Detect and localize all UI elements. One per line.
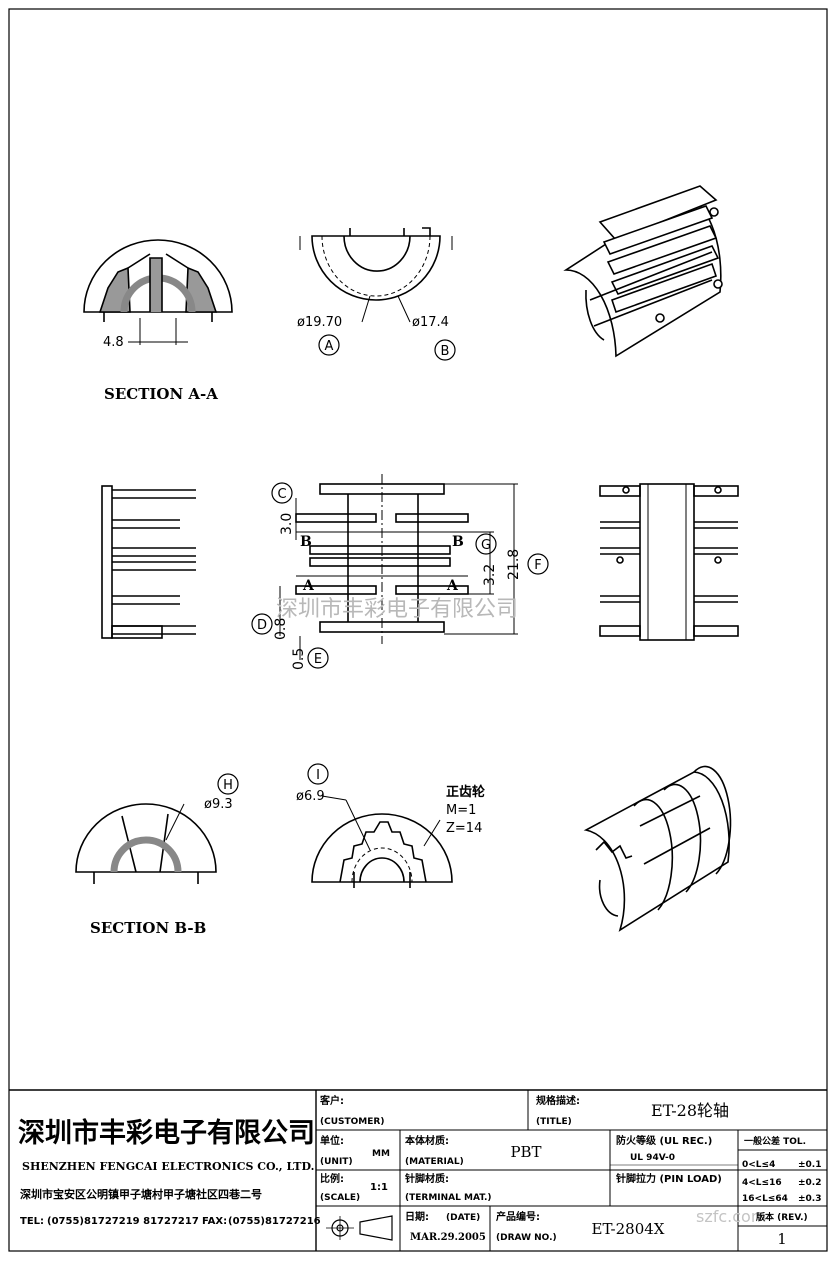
section-mark-a-right: A xyxy=(446,578,459,594)
gear-note-module: M=1 xyxy=(446,803,476,818)
callout-h-circle xyxy=(217,773,239,795)
side-view-right xyxy=(599,483,739,641)
tolerance-title: 一般公差 TOL. xyxy=(744,1135,806,1147)
unit-value: MM xyxy=(372,1149,390,1159)
tolerance-range-3: 16<L≤64 xyxy=(742,1194,788,1204)
dim-3-2: 3.2 xyxy=(482,564,498,586)
draw-no-value: ET-2804X xyxy=(592,1220,665,1238)
section-mark-b-right: B xyxy=(452,534,464,550)
fax-value: (0755)81727216 xyxy=(228,1216,321,1227)
front-view-center xyxy=(279,474,518,660)
fire-rating-label: 防火等级 (UL REC.) xyxy=(616,1134,712,1147)
draw-no-label-en: (DRAW NO.) xyxy=(496,1233,557,1243)
callout-i-circle xyxy=(307,763,329,785)
tolerance-range-1: 0<L≤4 xyxy=(742,1160,775,1170)
gear-note-title: 正齿轮 xyxy=(446,784,485,800)
customer-label-en: (CUSTOMER) xyxy=(320,1117,384,1127)
title-label-en: (TITLE) xyxy=(536,1117,572,1127)
terminal-label-cn: 针脚材质: xyxy=(405,1172,449,1185)
company-name-cn: 深圳市丰彩电子有限公司 xyxy=(18,1117,315,1149)
isometric-view-top xyxy=(563,185,723,358)
unit-label-en: (UNIT) xyxy=(320,1157,353,1167)
draw-no-label-cn: 产品编号: xyxy=(496,1210,540,1223)
scale-label-en: (SCALE) xyxy=(320,1193,360,1203)
section-a-a-label: SECTION A-A xyxy=(104,385,218,403)
callout-b: B xyxy=(441,344,450,359)
date-label-cn: 日期: xyxy=(405,1210,429,1223)
dim-3-0: 3.0 xyxy=(279,513,295,535)
section-mark-b-left: B xyxy=(300,534,312,550)
dim-dia-6-9: ø6.9 xyxy=(296,789,325,804)
company-name-en: SHENZHEN FENGCAI ELECTRONICS CO., LTD. xyxy=(22,1160,314,1173)
side-view-left xyxy=(101,485,196,639)
section-b-b-view xyxy=(75,803,217,884)
callout-c-circle xyxy=(271,482,293,504)
callout-e: E xyxy=(314,652,322,667)
unit-label-cn: 单位: xyxy=(320,1134,344,1147)
dim-0-8: 0.8 xyxy=(273,618,289,640)
scale-value: 1:1 xyxy=(370,1182,388,1193)
title-label-cn: 规格描述: xyxy=(536,1094,580,1107)
dim-4-8: 4.8 xyxy=(103,335,124,350)
section-mark-a-left: A xyxy=(302,578,315,594)
title-value: ET-28轮轴 xyxy=(651,1101,729,1120)
dim-0-5: 0.5 xyxy=(291,648,307,670)
callout-i: I xyxy=(316,768,320,783)
dim-dia-9-3: ø9.3 xyxy=(204,797,233,812)
scale-label-cn: 比例: xyxy=(320,1172,344,1185)
dim-21-8: 21.8 xyxy=(506,549,522,580)
callout-e-circle xyxy=(307,647,329,669)
title-block xyxy=(9,1089,827,1251)
dim-dia-17-4: ø17.4 xyxy=(412,315,449,330)
material-label-cn: 本体材质: xyxy=(405,1134,449,1147)
isometric-view-bottom xyxy=(583,765,732,932)
callout-f-circle xyxy=(527,553,549,575)
callout-d: D xyxy=(257,618,267,633)
terminal-label-en: (TERMINAL MAT.) xyxy=(405,1193,492,1203)
callout-a-circle xyxy=(318,334,340,356)
pin-load-label: 针脚拉力 (PIN LOAD) xyxy=(616,1172,722,1185)
callout-h: H xyxy=(223,778,233,793)
revision-value: 1 xyxy=(777,1230,787,1248)
callout-f: F xyxy=(534,558,541,573)
tel-value: (0755)81727219 81727217 xyxy=(47,1216,199,1227)
revision-label: 版本 (REV.) xyxy=(755,1211,808,1223)
callout-a: A xyxy=(325,339,334,354)
gear-view xyxy=(311,795,453,888)
dim-dia-19-70: ø19.70 xyxy=(297,315,342,330)
tolerance-value-1: ±0.1 xyxy=(798,1160,821,1170)
website-watermark: szfc.com xyxy=(696,1207,766,1226)
section-a-a-view xyxy=(83,239,233,345)
callout-g-circle xyxy=(475,533,497,555)
callout-c: C xyxy=(277,487,286,502)
fire-rating-value: UL 94V-0 xyxy=(630,1153,675,1163)
drawing-watermark: 深圳市丰彩电子有限公司 xyxy=(276,597,518,622)
customer-label-cn: 客户: xyxy=(319,1094,344,1107)
material-value: PBT xyxy=(510,1143,541,1161)
tolerance-range-2: 4<L≤16 xyxy=(742,1178,782,1188)
gear-note-teeth: Z=14 xyxy=(446,821,482,836)
tel-label: TEL: xyxy=(20,1216,44,1227)
sheet-frame xyxy=(8,8,828,1252)
callout-d-circle xyxy=(251,613,273,635)
company-address: 深圳市宝安区公明镇甲子塘村甲子塘社区四巷二号 xyxy=(20,1187,262,1201)
section-b-b-label: SECTION B-B xyxy=(90,919,206,937)
date-value: MAR.29.2005 xyxy=(410,1232,486,1243)
callout-g: G xyxy=(481,538,491,553)
date-label-en: (DATE) xyxy=(446,1213,480,1223)
tolerance-value-3: ±0.3 xyxy=(798,1194,821,1204)
projection-symbol xyxy=(326,1215,393,1241)
callout-b-circle xyxy=(434,339,456,361)
tolerance-value-2: ±0.2 xyxy=(798,1178,821,1188)
end-view-top xyxy=(299,227,453,323)
material-label-en: (MATERIAL) xyxy=(405,1157,464,1167)
fax-label: FAX: xyxy=(202,1216,227,1227)
